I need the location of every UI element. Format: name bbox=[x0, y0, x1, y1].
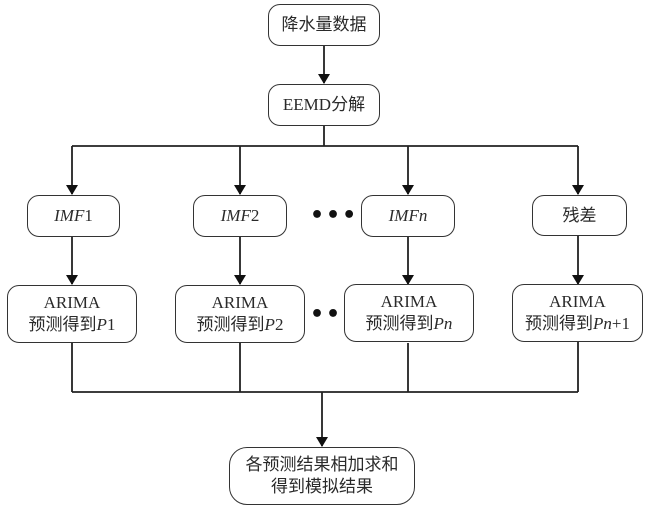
node-eemd-decomposition: EEMD分解 bbox=[268, 84, 380, 126]
node-label-line2: 预测得到Pn+1 bbox=[525, 314, 630, 333]
node-arima-pn: ARIMA 预测得到Pn bbox=[344, 284, 474, 342]
node-imf1: IMF1 bbox=[27, 195, 120, 237]
node-label-line1: ARIMA bbox=[549, 292, 606, 311]
node-label: 降水量数据 bbox=[281, 15, 367, 34]
node-label-line2: 得到模拟结果 bbox=[271, 477, 373, 496]
node-precipitation-data: 降水量数据 bbox=[268, 4, 380, 46]
node-residual: 残差 bbox=[532, 195, 627, 236]
ellipsis-components: ••• bbox=[310, 203, 359, 228]
node-sum-results: 各预测结果相加求和 得到模拟结果 bbox=[229, 447, 415, 505]
node-imf2: IMF2 bbox=[193, 195, 287, 237]
node-label-line1: ARIMA bbox=[211, 293, 269, 312]
node-label: IMFn bbox=[388, 206, 428, 225]
node-label: IMF2 bbox=[220, 206, 260, 225]
node-label: 残差 bbox=[562, 205, 597, 225]
node-label-line2: 预测得到P2 bbox=[196, 315, 284, 334]
node-imfn: IMFn bbox=[361, 195, 455, 237]
node-label-line1: ARIMA bbox=[43, 293, 101, 312]
node-arima-p1: ARIMA 预测得到P1 bbox=[7, 285, 137, 343]
node-arima-pn-plus-1: ARIMA 预测得到Pn+1 bbox=[512, 284, 643, 342]
node-label-line2: 预测得到P1 bbox=[28, 315, 116, 334]
node-label: EEMD分解 bbox=[282, 95, 366, 114]
node-label-line2: 预测得到Pn bbox=[365, 314, 453, 333]
node-label-line1: ARIMA bbox=[380, 292, 438, 311]
node-label: IMF1 bbox=[54, 206, 93, 225]
node-label-line1: 各预测结果相加求和 bbox=[245, 455, 399, 474]
node-arima-p2: ARIMA 预测得到P2 bbox=[175, 285, 305, 343]
